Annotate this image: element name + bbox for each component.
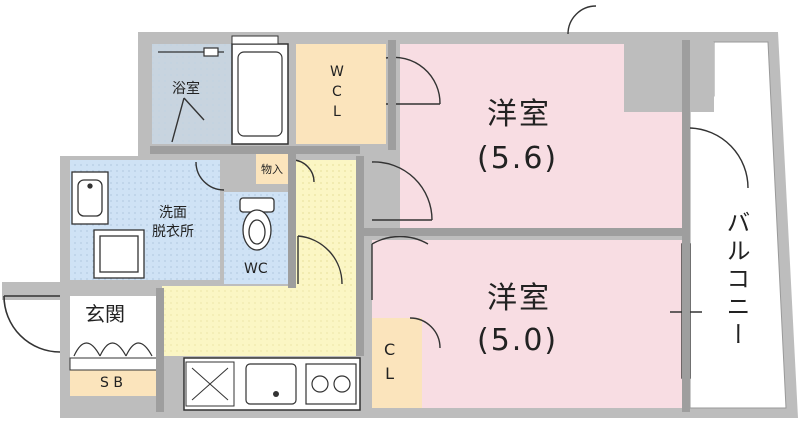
room-name-western-1: 洋室 (487, 97, 551, 132)
room-name-bathroom: 浴室 (172, 81, 200, 97)
toilet-icon (239, 197, 275, 251)
kitchen-counter (183, 357, 361, 411)
washbasin-icon (71, 171, 109, 225)
entrance-door (3, 295, 61, 353)
entrance (70, 296, 158, 358)
room-name-shoe-box: S B (100, 375, 123, 391)
shower-icon (158, 47, 224, 57)
room-name-balcony: バルコニー (722, 210, 750, 350)
walk-in-closet (296, 44, 386, 144)
room-name-western-2: 洋室 (487, 281, 551, 316)
room-name-closet: C L (384, 340, 396, 383)
counter-outline (183, 357, 361, 411)
room-size-western-1: (5.6) (477, 141, 559, 176)
washing-machine-icon (93, 229, 145, 279)
closet-doors (73, 342, 153, 357)
closet-area (372, 318, 422, 408)
room-name-storage: 物入 (261, 163, 283, 176)
interior-walls (150, 40, 690, 412)
room-size-western-2: (5.0) (477, 323, 559, 358)
western-room-2 (372, 240, 682, 408)
room-name-walk-in-closet: W C L (330, 64, 344, 120)
room-name-toilet: WC (244, 261, 268, 277)
room-name-entrance: 玄関 (85, 302, 125, 326)
storage (256, 154, 290, 184)
room-name-washroom: 洗面 脱衣所 (152, 205, 194, 240)
shoe-box (70, 370, 160, 396)
bathtub (231, 35, 289, 145)
